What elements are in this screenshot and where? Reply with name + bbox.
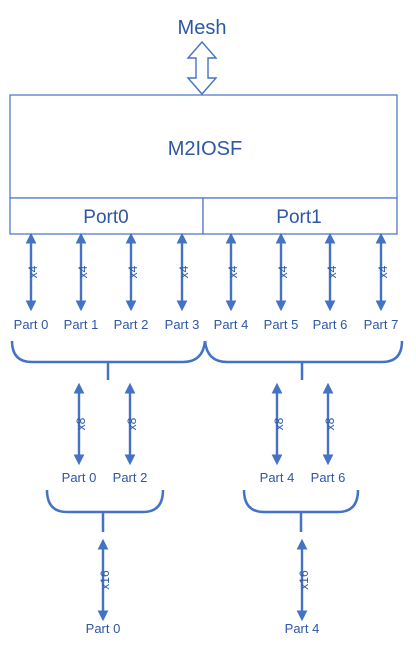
x4-width-label: x4 (26, 265, 40, 278)
brace-right-x8 (242, 489, 360, 514)
port1-label: Port1 (276, 207, 321, 228)
x4-width-label: x4 (226, 265, 240, 278)
port0-box (9, 197, 204, 235)
x4-width-label: x4 (276, 265, 290, 278)
x8-part-label: Part 6 (311, 470, 346, 485)
x4-width-label: x4 (126, 265, 140, 278)
x4-part-label: Part 5 (264, 317, 299, 332)
x16-part-label: Part 4 (285, 621, 320, 636)
x4-part-label: Part 3 (165, 317, 200, 332)
x4-part-label: Part 1 (64, 317, 99, 332)
port1-box (202, 197, 398, 235)
brace-left-x8 (45, 489, 165, 514)
brace-left-x4 (10, 340, 207, 364)
x4-width-label: x4 (76, 265, 90, 278)
x8-part-label: Part 2 (113, 470, 148, 485)
x8-width-label: x8 (272, 417, 286, 430)
m2iosf-label: M2IOSF (168, 138, 242, 160)
m2iosf-block (9, 94, 398, 199)
x16-part-label: Part 0 (86, 621, 121, 636)
brace-right-x4 (203, 340, 404, 364)
x4-width-label: x4 (177, 265, 191, 278)
x4-part-label: Part 2 (114, 317, 149, 332)
port0-label: Port0 (83, 207, 128, 228)
x4-part-label: Part 4 (214, 317, 249, 332)
x8-width-label: x8 (125, 417, 139, 430)
x4-part-label: Part 0 (14, 317, 49, 332)
x4-part-label: Part 7 (364, 317, 399, 332)
x8-width-label: x8 (74, 417, 88, 430)
x4-width-label: x4 (325, 265, 339, 278)
mesh-label: Mesh (178, 17, 227, 39)
x4-part-label: Part 6 (313, 317, 348, 332)
x8-part-label: Part 4 (260, 470, 295, 485)
x4-width-label: x4 (376, 265, 390, 278)
x16-width-label: x16 (297, 570, 311, 590)
x8-width-label: x8 (323, 417, 337, 430)
x16-width-label: x16 (98, 570, 112, 590)
x8-part-label: Part 0 (62, 470, 97, 485)
mesh-double-arrow-icon (186, 40, 218, 96)
